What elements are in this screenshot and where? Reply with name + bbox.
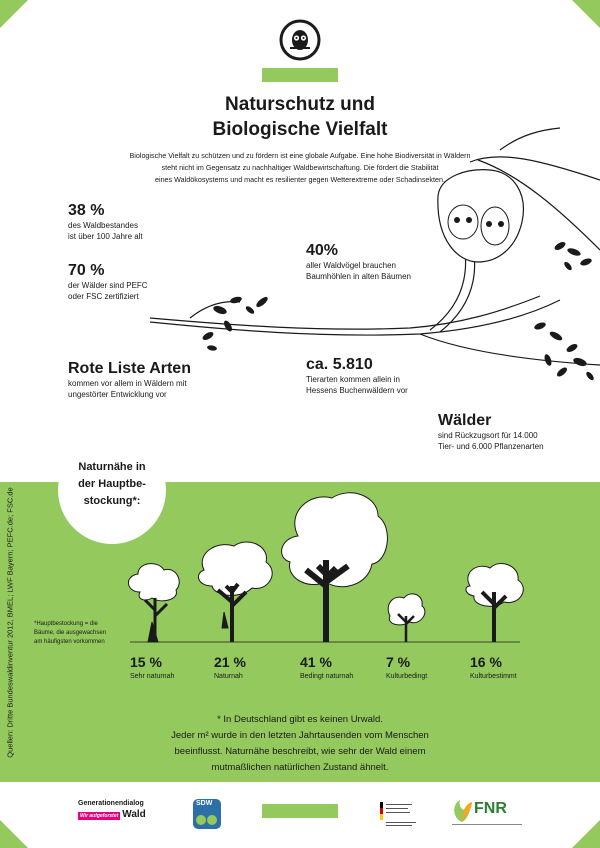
leaf-clusters	[202, 242, 594, 381]
logo-tag: Wir aufgeforstet	[78, 812, 121, 820]
intro-text: Biologische Vielfalt zu schützen und zu …	[120, 150, 480, 186]
fact-text: Hessens Buchenwäldern vor	[306, 386, 408, 395]
fact-refuge: Wälder sind Rückzugsort für 14.000 Tier-…	[438, 412, 544, 452]
sdw-logo-text: SDW	[196, 800, 213, 807]
note-line-3: am häufigsten vorkommen	[34, 639, 105, 645]
fact-animal-species: ca. 5.810 Tierarten kommen allein in Hes…	[306, 356, 408, 396]
fact-value: 70 %	[68, 262, 105, 279]
header-accent-bar	[262, 68, 338, 82]
fact-value: Rote Liste Arten	[68, 360, 191, 377]
intro-line-2: steht nicht im Gegensatz zu nachhaltiger…	[161, 163, 439, 172]
note-line-1: *Hauptbestockung = die	[34, 621, 98, 627]
corner-triangle-top-left	[0, 0, 28, 28]
sdw-logo-icon	[193, 799, 221, 829]
intro-line-3: eines Waldökosystems und macht es resili…	[154, 175, 446, 184]
fact-text: oder FSC zertifiziert	[68, 292, 139, 301]
percent-bedingt-naturnah: 41 %	[300, 654, 332, 670]
percent-naturnah: 21 %	[214, 654, 246, 670]
heading-line-2: der Hauptbe-	[78, 478, 146, 490]
percent-kulturbedingt: 7 %	[386, 654, 411, 670]
hauptbestockung-note: *Hauptbestockung = die Bäume, die ausgew…	[34, 620, 106, 647]
naturnaehe-heading-circle: Naturnähe in der Hauptbe- stockung*:	[58, 436, 166, 544]
heading-line-3: stockung*:	[83, 495, 141, 507]
footnote-line-2: Jeder m² wurde in den letzten Jahrtausen…	[171, 730, 429, 741]
intro-line-1: Biologische Vielfalt zu schützen und zu …	[129, 151, 471, 160]
fact-text: sind Rückzugsort für 14.000	[438, 431, 538, 440]
fnr-logo-text: FNR	[474, 800, 507, 817]
fact-text: Tierarten kommen allein in	[306, 375, 400, 384]
federal-ministry-logo-icon	[380, 802, 416, 826]
corner-triangle-bottom-left	[0, 820, 28, 848]
fact-value: Wälder	[438, 412, 492, 429]
label-bedingt-naturnah: Bedingt naturnah	[300, 673, 354, 680]
fnr-logo-subtext	[452, 824, 522, 825]
corner-triangle-top-right	[572, 0, 600, 28]
footnote-line-1: * In Deutschland gibt es keinen Urwald.	[217, 714, 383, 725]
fact-value: 38 %	[68, 202, 105, 219]
trees-illustration	[128, 492, 524, 643]
fact-value: ca. 5.810	[306, 356, 373, 373]
logo-wald: Wald	[122, 809, 146, 820]
branch-main	[149, 299, 561, 336]
fact-certified: 70 % der Wälder sind PEFC oder FSC zerti…	[68, 262, 148, 302]
fact-text: Tier- und 6.000 Pflanzenarten	[438, 442, 544, 451]
footnote-line-3: beeinflusst. Naturnähe beschreibt, wie s…	[174, 746, 426, 757]
tree-sehr-naturnah	[128, 563, 180, 643]
fact-text: ungestörter Entwicklung vor	[68, 390, 167, 399]
fact-text: der Wälder sind PEFC	[68, 281, 148, 290]
fact-forest-birds: 40% aller Waldvögel brauchen Baumhöhlen …	[306, 242, 411, 282]
tree-kulturbedingt	[387, 593, 426, 642]
title-line-1: Naturschutz und	[225, 94, 375, 115]
tree-naturnah	[197, 541, 273, 642]
label-sehr-naturnah: Sehr naturnah	[130, 673, 175, 680]
page-title: Naturschutz und Biologische Vielfalt	[150, 92, 450, 142]
heading-line-1: Naturnähe in	[78, 461, 146, 473]
owl-pair-illustration	[437, 169, 524, 263]
branch-illustration	[149, 127, 600, 381]
logo-generationendialog-title: Generationendialog	[78, 800, 144, 807]
tree-kulturbestimmt	[465, 563, 524, 642]
fact-value: 40%	[306, 242, 339, 259]
corner-triangle-bottom-right	[572, 820, 600, 848]
footnote-line-4: mutmaßlichen natürlichen Zustand ähnelt.	[211, 762, 389, 773]
tree-bedingt-naturnah	[281, 492, 388, 642]
label-kulturbestimmt: Kulturbestimmt	[470, 673, 517, 680]
fact-old-forest: 38 % des Waldbestandes ist über 100 Jahr…	[68, 202, 143, 242]
percent-kulturbestimmt: 16 %	[470, 654, 502, 670]
label-kulturbedingt: Kulturbedingt	[386, 673, 428, 680]
label-naturnah: Naturnah	[214, 673, 243, 680]
fnr-logo-icon	[454, 800, 472, 822]
fact-text: des Waldbestandes	[68, 221, 138, 230]
fact-text: aller Waldvögel brauchen	[306, 261, 396, 270]
fact-red-list: Rote Liste Arten kommen vor allem in Wäl…	[68, 360, 191, 400]
footer-accent-bar	[262, 804, 338, 818]
note-line-2: Bäume, die ausgewachsen	[34, 630, 107, 636]
fact-text: ist über 100 Jahre alt	[68, 232, 143, 241]
footnote: * In Deutschland gibt es keinen Urwald. …	[150, 712, 450, 776]
fact-text: Baumhöhlen in alten Bäumen	[306, 272, 411, 281]
fact-text: kommen vor allem in Wäldern mit	[68, 379, 187, 388]
percent-sehr-naturnah: 15 %	[130, 654, 162, 670]
sources-text: Quellen: Dritte Bundeswaldinventur 2012,…	[5, 487, 15, 758]
owl-icon	[279, 19, 321, 61]
title-line-2: Biologische Vielfalt	[212, 119, 388, 140]
logo-generationendialog: Generationendialog Wir aufgeforstet Wald	[78, 800, 146, 820]
